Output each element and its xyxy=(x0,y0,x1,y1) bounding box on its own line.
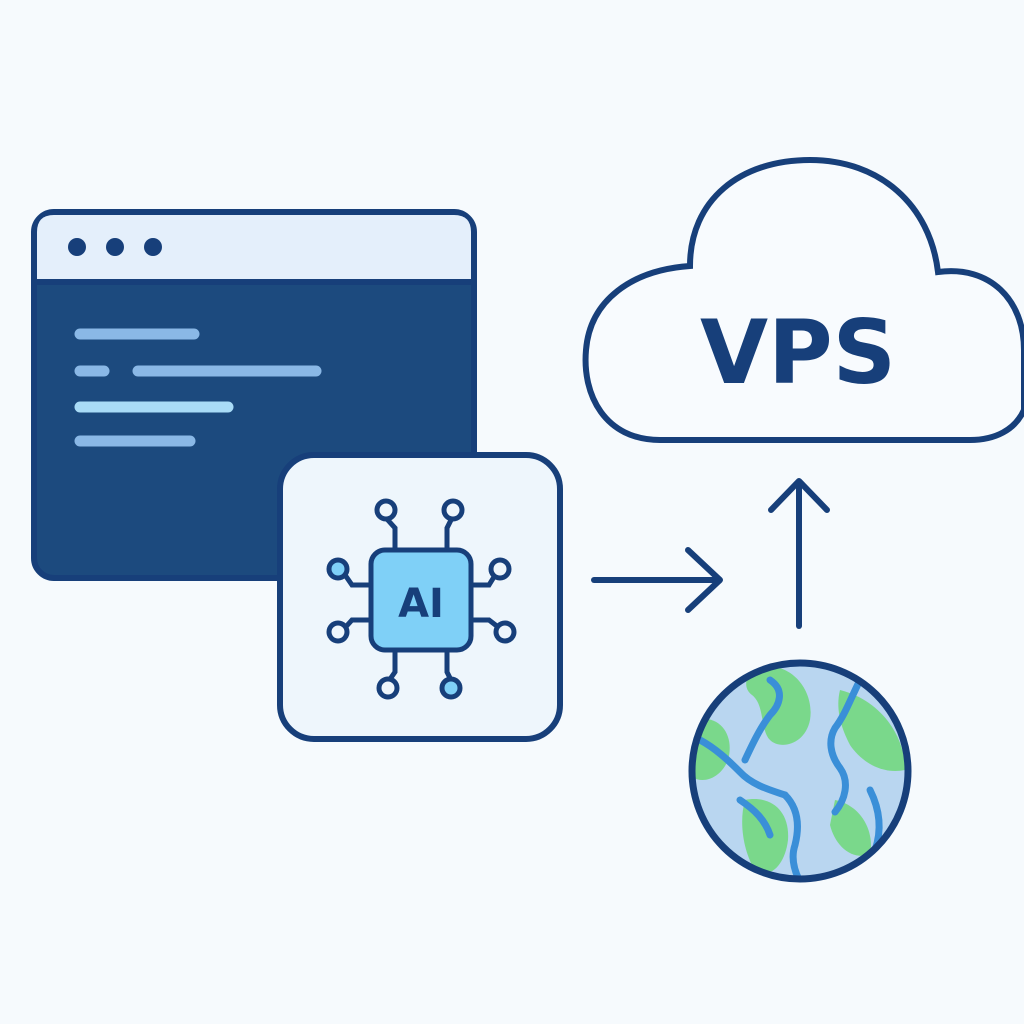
window-dot-icon xyxy=(68,238,86,256)
globe-outline xyxy=(688,659,912,883)
cloud-icon xyxy=(582,156,1024,443)
vps-label: VPS xyxy=(700,301,896,404)
arrow-up-icon xyxy=(768,478,830,629)
vps-cloud: VPS xyxy=(582,156,1024,443)
ai-chip-label: AI xyxy=(398,581,444,627)
window-dot-icon xyxy=(144,238,162,256)
globe-icon xyxy=(688,659,912,883)
chip-pin-nodes xyxy=(326,498,517,700)
ai-chip-card: AI xyxy=(277,452,563,742)
ai-chip-icon xyxy=(368,547,474,653)
browser-titlebar xyxy=(37,215,471,280)
code-lines xyxy=(74,328,322,447)
browser-window xyxy=(31,209,477,581)
window-dot-icon xyxy=(106,238,124,256)
arrow-right-icon xyxy=(591,547,723,613)
